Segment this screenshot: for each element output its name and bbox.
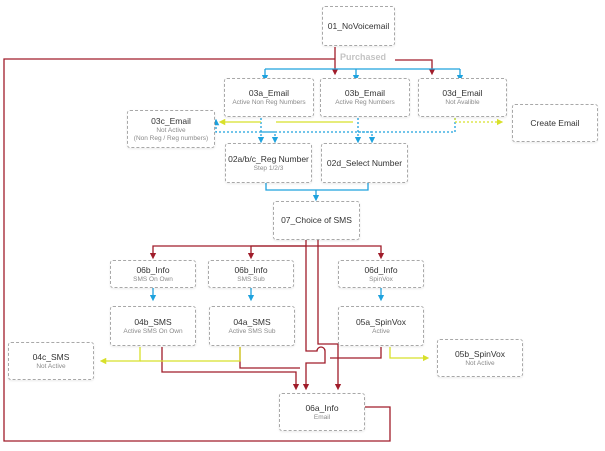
node-subtitle: SMS On Own	[133, 275, 173, 283]
node-title: 03d_Email	[442, 88, 483, 98]
node-title: 05a_SpinVox	[355, 316, 407, 327]
node-title: 06b_Info	[234, 264, 268, 275]
node-04a-sms[interactable]: 04a_SMS Active SMS Sub	[209, 306, 295, 346]
node-title: 06b_Info	[136, 264, 170, 275]
node-subtitle: Step 1/2/3	[253, 164, 284, 172]
node-subtitle: Email	[313, 413, 331, 421]
node-05b-spinvox[interactable]: 05b_SpinVox Not Active	[437, 339, 523, 377]
node-04c-sms[interactable]: 04c_SMS Not Active	[8, 342, 94, 380]
node-06b-info-sms-on-own[interactable]: 06b_Info SMS On Own	[110, 260, 196, 288]
node-title: 03a_Email	[248, 88, 290, 98]
node-03b-email[interactable]: 03b_Email Active Reg Numbers	[320, 78, 410, 117]
node-subtitle: Active Reg Numbers	[335, 99, 395, 106]
node-title: 06d_Info	[364, 264, 398, 275]
node-subtitle: Active	[372, 327, 390, 335]
node-subtitle: Active SMS On Own	[123, 327, 183, 335]
node-subtitle-2: (Non Reg / Reg numbers)	[133, 134, 209, 142]
node-03c-email[interactable]: 03c_Email Not Active (Non Reg / Reg numb…	[127, 110, 215, 148]
node-06d-info-spinvox[interactable]: 06d_Info SpinVox	[338, 260, 424, 288]
purchased-label: Purchased	[340, 52, 387, 62]
node-subtitle: Active SMS Sub	[228, 327, 276, 335]
node-create-email[interactable]: Create Email	[512, 104, 598, 142]
node-03a-email[interactable]: 03a_Email Active Non Reg Numbers	[224, 78, 314, 117]
node-subtitle: Not Active	[156, 126, 186, 134]
node-01-novoicemail[interactable]: 01_NoVoicemail	[322, 6, 395, 46]
node-06a-info-email[interactable]: 06a_Info Email	[279, 393, 365, 431]
node-subtitle: SMS Sub	[237, 275, 265, 283]
node-title: 04c_SMS	[32, 351, 70, 362]
node-06b-info-sms-sub[interactable]: 06b_Info SMS Sub	[208, 260, 294, 288]
node-subtitle: Not Active	[36, 362, 66, 370]
node-title: 04b_SMS	[134, 316, 172, 327]
node-title: 03c_Email	[151, 115, 191, 126]
node-title: 04a_SMS	[233, 316, 271, 327]
node-title: 02d_Select Number	[326, 157, 403, 168]
node-title: Create Email	[530, 117, 580, 128]
node-title: 06a_Info	[305, 402, 339, 413]
node-title: 07_Choice of SMS	[281, 215, 352, 225]
node-subtitle: Not Active	[465, 359, 495, 367]
node-subtitle: Active Non Reg Numbers	[232, 99, 306, 106]
node-03d-email[interactable]: 03d_Email Not Avalible	[418, 78, 507, 117]
node-title: 01_NoVoicemail	[327, 20, 390, 31]
node-title: 05b_SpinVox	[454, 348, 506, 359]
node-title: 03b_Email	[344, 88, 386, 98]
node-subtitle: SpinVox	[369, 275, 393, 283]
node-title: 02a/b/c_Reg Number	[228, 153, 309, 164]
node-subtitle: Not Avalible	[445, 99, 480, 106]
node-07-choice-of-sms[interactable]: 07_Choice of SMS	[273, 201, 360, 240]
node-02abc-reg-number[interactable]: 02a/b/c_Reg Number Step 1/2/3	[225, 143, 312, 183]
node-05a-spinvox[interactable]: 05a_SpinVox Active	[338, 306, 424, 346]
node-04b-sms[interactable]: 04b_SMS Active SMS On Own	[110, 306, 196, 346]
node-02d-select-number[interactable]: 02d_Select Number	[321, 143, 408, 183]
